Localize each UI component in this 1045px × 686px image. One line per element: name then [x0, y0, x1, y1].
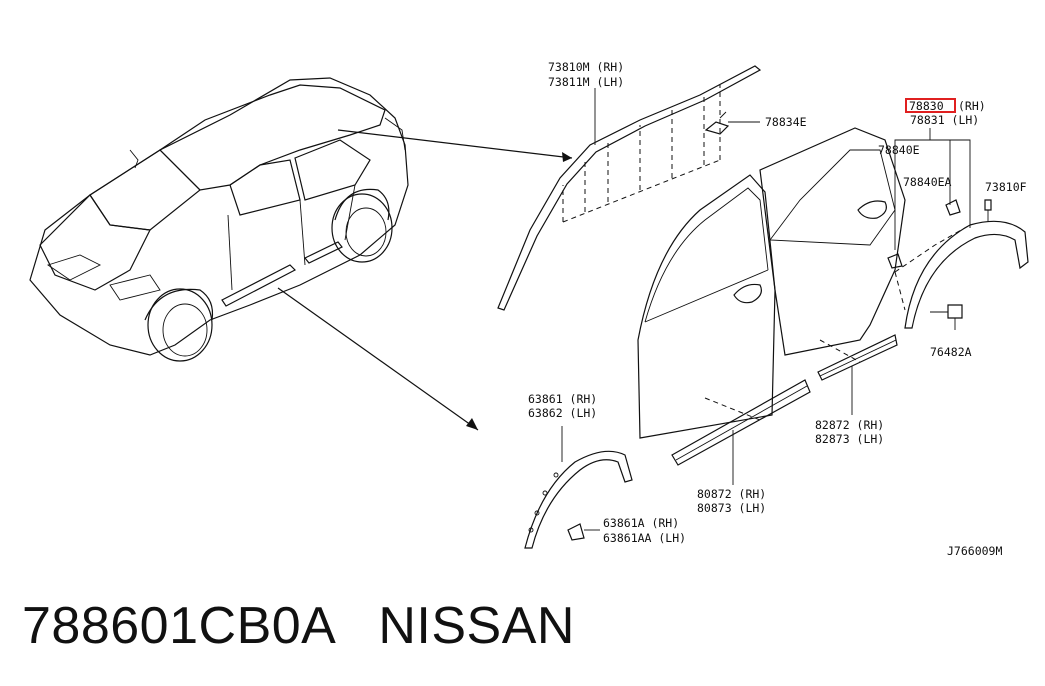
- diagram-code: J766009M: [947, 544, 1002, 558]
- car-illustration: [29, 77, 409, 362]
- label-clip-63861aa: 63861AA (LH): [603, 531, 686, 545]
- label-roof-molding-lh: 73811M (LH): [548, 75, 624, 89]
- label-sill-80873: 80873 (LH): [697, 501, 766, 515]
- label-roof-molding-rh: 73810M (RH): [548, 60, 624, 74]
- label-sill-80872: 80872 (RH): [697, 487, 766, 501]
- highlight-box: [905, 98, 956, 113]
- brand-name: NISSAN: [378, 597, 575, 655]
- part-number: 788601CB0A: [22, 597, 334, 655]
- callout-labels: 73810M (RH) 73811M (LH) 78834E 78830 (RH…: [528, 60, 1027, 558]
- label-highlighted-part: 78830: [909, 99, 944, 113]
- label-clip-63861a: 63861A (RH): [603, 516, 679, 530]
- front-wheel-arch: [524, 426, 633, 549]
- label-part-78831: 78831 (LH): [910, 113, 979, 127]
- leader-arrows: [277, 129, 573, 431]
- label-clip-78840e: 78840E: [878, 143, 920, 157]
- label-clip-73810f: 73810F: [985, 180, 1027, 194]
- roof-molding: [497, 65, 762, 311]
- label-sill-82872: 82872 (RH): [815, 418, 884, 432]
- sill-moldings: [671, 334, 898, 485]
- front-door: [637, 174, 776, 439]
- label-screw-76482a: 76482A: [930, 345, 972, 359]
- label-arch-63861: 63861 (RH): [528, 392, 597, 406]
- label-arch-63862: 63862 (LH): [528, 406, 597, 420]
- label-clip-78834e: 78834E: [765, 115, 807, 129]
- rear-door: [759, 127, 906, 356]
- part-caption: 788601CB0A NISSAN: [22, 596, 575, 656]
- label-sill-82873: 82873 (LH): [815, 432, 884, 446]
- rear-wheel-arch: [887, 128, 1029, 330]
- label-highlighted-side: (RH): [958, 99, 986, 113]
- label-clip-78840ea: 78840EA: [903, 175, 952, 189]
